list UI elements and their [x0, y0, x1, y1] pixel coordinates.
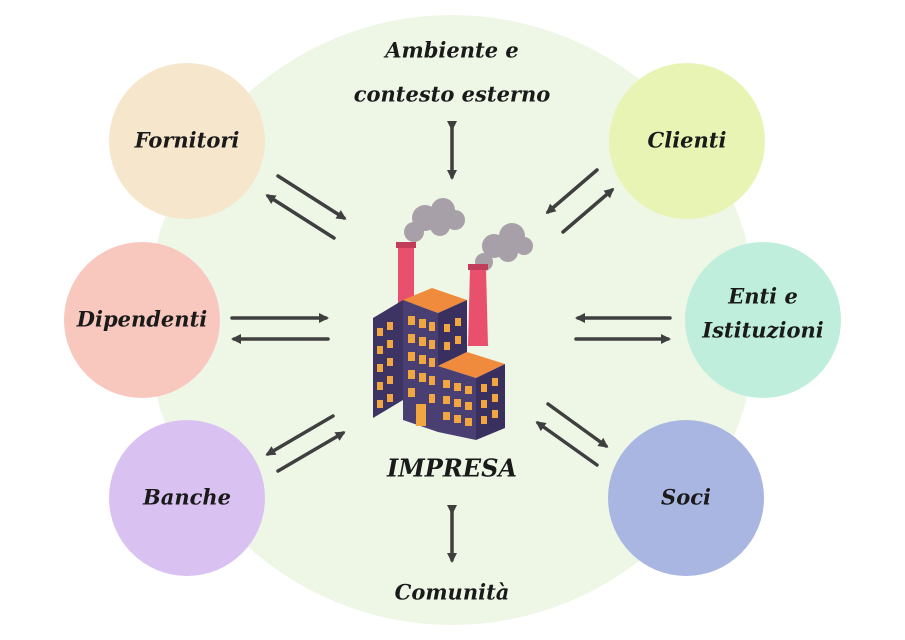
top-label-line1: Ambiente e — [383, 38, 519, 63]
arrow-soci-to-impresa — [535, 421, 599, 467]
enti-node — [685, 242, 841, 398]
banche-label: Banche — [142, 485, 231, 510]
top-label-line2: contesto esterno — [354, 82, 551, 107]
chimney-icon — [396, 242, 488, 346]
comunita-label: Comunità — [395, 580, 510, 605]
fornitori-label: Fornitori — [134, 128, 240, 153]
smoke-icon — [404, 198, 533, 271]
clienti-label: Clienti — [648, 128, 727, 153]
arrow-impresa-to-banche — [265, 414, 335, 456]
arrow-fornitori-to-impresa — [276, 174, 347, 220]
arrow-clienti-to-impresa — [545, 168, 599, 214]
enti-label-line1: Enti e — [727, 284, 798, 309]
arrows — [230, 121, 672, 563]
impresa-label: IMPRESA — [386, 454, 517, 483]
soci-label: Soci — [661, 485, 711, 510]
factory-roof — [403, 288, 467, 313]
clienti-node — [609, 63, 765, 219]
factory-icon — [373, 198, 533, 440]
arrow-banche-to-impresa — [276, 431, 346, 473]
enti-label-line2: Istituzioni — [701, 318, 823, 343]
banche-node — [109, 420, 265, 576]
factory-annex-top — [438, 352, 505, 378]
soci-node — [608, 420, 764, 576]
arrow-impresa-to-fornitori — [265, 194, 336, 240]
fornitori-node — [109, 63, 265, 219]
dipendenti-node — [64, 242, 220, 398]
arrow-impresa-to-soci — [546, 402, 609, 448]
arrow-impresa-to-clienti — [561, 188, 615, 234]
dipendenti-label: Dipendenti — [76, 307, 208, 332]
factory-windows — [377, 316, 498, 426]
